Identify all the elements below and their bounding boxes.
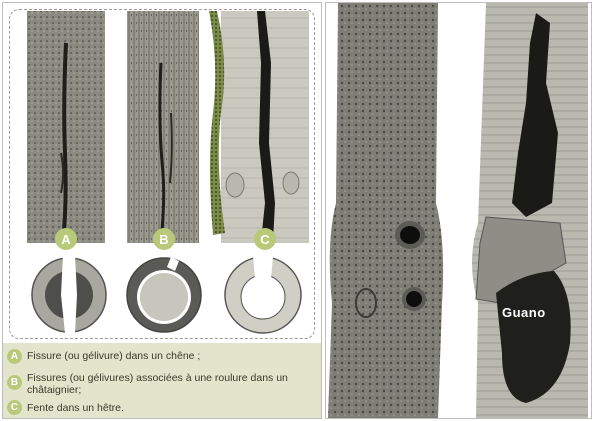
guano-label: Guano [502,305,546,320]
legend-area: A Fissure (ou gélivure) dans un chêne ; … [3,343,321,418]
legend-badge-a: A [7,349,22,364]
badge-b: B [153,228,175,250]
cross-section-b [127,257,201,332]
legend-text-a: Fissure (ou gélivure) dans un chêne ; [27,350,312,362]
legend-text-c: Fente dans un hêtre. [27,402,312,414]
legend-badge-c: C [7,400,22,415]
trunk-drawings [3,3,321,343]
trunk-c [209,11,309,243]
right-illustration-panel: Guano [325,2,592,419]
trunk-with-cavity [472,3,588,418]
cross-section-c [225,256,301,333]
trunk-a [27,11,105,243]
badge-a: A [55,228,77,250]
badge-c: C [254,228,276,250]
trunk-b [127,11,199,243]
cavity-trunks [326,3,591,418]
trunk-with-holes [328,3,443,418]
left-illustration-panel: A B C A Fissure (ou gélivure) dans un ch… [2,2,322,419]
legend-text-b: Fissures (ou gélivures) associées à une … [27,372,312,396]
cross-section-a [32,255,106,333]
legend-badge-b: B [7,375,22,390]
